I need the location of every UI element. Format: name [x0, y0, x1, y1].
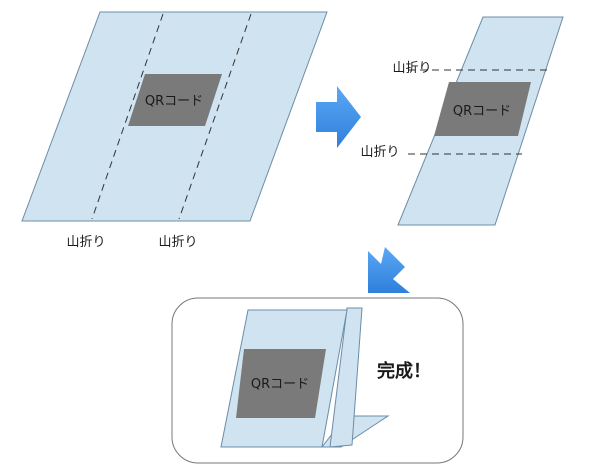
- step2-qr-box: [434, 82, 531, 136]
- arrow-right-icon: [316, 86, 361, 148]
- step1-fold-line-left: [91, 13, 164, 220]
- step1-fold-label-right: 山折り: [158, 235, 197, 250]
- step1-qr-box: [128, 74, 222, 126]
- arrow-down-left-icon: [368, 247, 410, 293]
- result-stand: QRコード: [220, 307, 390, 448]
- step2-fold-label-top: 山折り: [392, 61, 431, 76]
- result-qr-box: [236, 349, 326, 418]
- step2-qr-label: QRコード: [453, 104, 511, 119]
- step1-fold-label-left: 山折り: [66, 235, 105, 250]
- result-qr-label: QRコード: [251, 377, 309, 392]
- step1-qr-label: QRコード: [145, 94, 203, 109]
- stand-side: [329, 307, 363, 448]
- done-label: 完成！: [377, 360, 431, 382]
- step1-fold-line-right: [178, 13, 252, 220]
- step1-sheet: QRコード: [21, 11, 328, 222]
- step2-sheet: QRコード: [397, 16, 564, 226]
- step2-fold-label-bottom: 山折り: [360, 145, 399, 160]
